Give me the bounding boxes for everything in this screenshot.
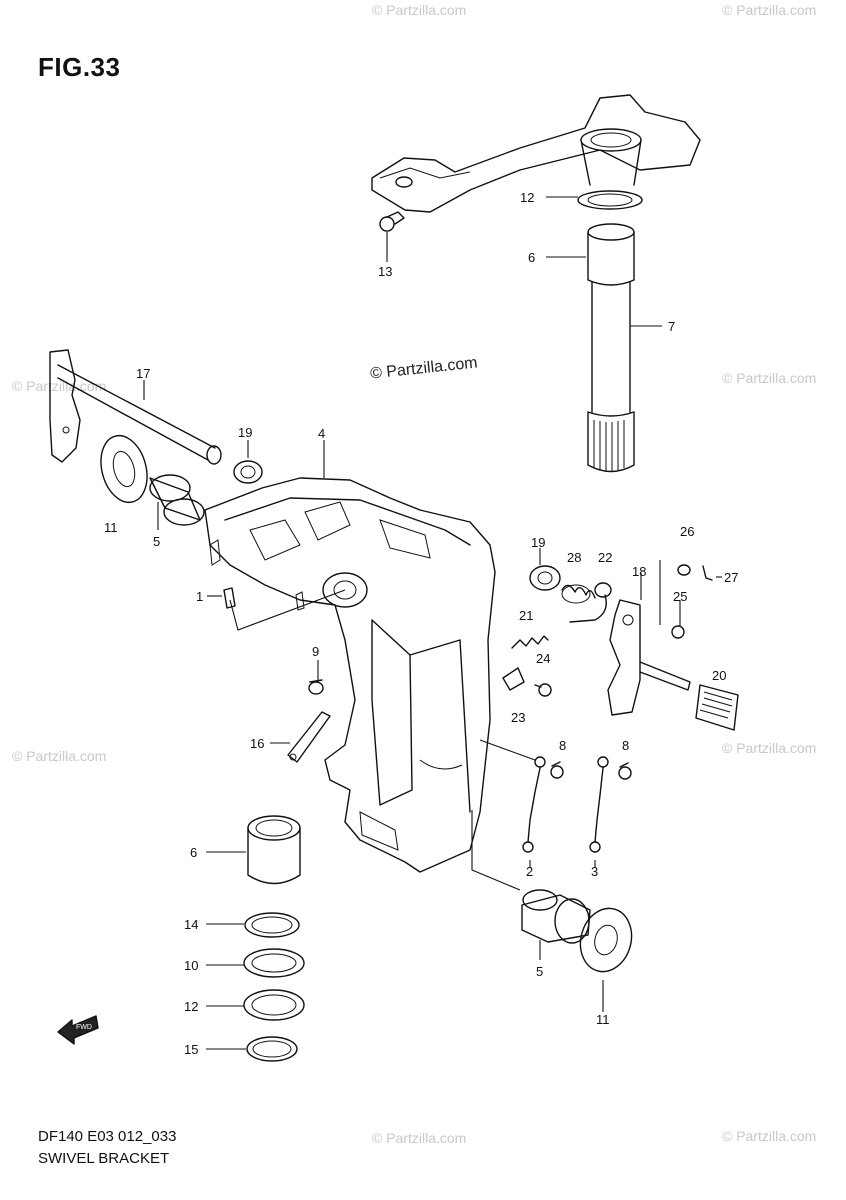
callout-5-left: 5 (153, 534, 160, 549)
washer-11-left-part (100, 434, 148, 504)
figure-title: FIG.33 (38, 52, 121, 82)
callout-9: 9 (312, 644, 319, 659)
lead-wire-3-part (589, 756, 609, 853)
callout-2: 2 (526, 864, 533, 879)
callout-23: 23 (511, 710, 525, 725)
callout-13: 13 (378, 264, 392, 279)
bolt-1-part (223, 587, 236, 609)
figure-name: SWIVEL BRACKET (38, 1150, 170, 1167)
callout-3: 3 (591, 864, 598, 879)
lever-18-part (607, 599, 641, 716)
washer-10-inner (251, 953, 297, 973)
callout-4: 4 (318, 426, 325, 441)
washer-10-part (243, 948, 305, 978)
watermark: © Partzilla.com (12, 378, 107, 394)
nut-25-part (671, 625, 685, 639)
rod-20-part (639, 661, 691, 691)
washer-14-part (244, 912, 300, 938)
callout-12-lower: 12 (184, 999, 198, 1014)
fwd-label: FWD (76, 1024, 92, 1031)
callout-labels: 12 6 7 13 17 19 4 11 5 1 9 16 6 14 10 12… (104, 190, 738, 1057)
bushing-19-left-part (233, 460, 263, 484)
callout-6: 6 (528, 250, 535, 265)
bolt-9-part (308, 679, 324, 695)
callout-8-left: 8 (559, 738, 566, 753)
callout-28: 28 (567, 550, 581, 565)
washer-26-part (677, 564, 691, 576)
washer-14-inner (251, 916, 293, 934)
callout-16: 16 (250, 736, 264, 751)
callout-19-right: 19 (531, 535, 545, 550)
callout-20: 20 (712, 668, 726, 683)
callout-14: 14 (184, 917, 198, 932)
watermark: © Partzilla.com (372, 1130, 467, 1146)
callout-8-right: 8 (622, 738, 629, 753)
link-16-part (287, 711, 331, 763)
callout-26: 26 (680, 524, 694, 539)
callout-6-lower: 6 (190, 845, 197, 860)
callout-5-right: 5 (536, 964, 543, 979)
bushing-19-right-part (529, 565, 561, 591)
figure-code: DF140 E03 012_033 (38, 1128, 177, 1145)
leader-lead (479, 739, 536, 761)
callout-22: 22 (598, 550, 612, 565)
bolt-8-right-part (618, 762, 632, 780)
callout-11-left: 11 (104, 520, 118, 535)
steering-shaft-part (587, 281, 635, 473)
callout-11-right: 11 (596, 1012, 610, 1027)
washer-12-part (243, 989, 305, 1021)
bushing-6-lower-part (247, 815, 301, 885)
callout-25: 25 (673, 589, 687, 604)
bolt-8-left-part (550, 761, 564, 779)
callout-19-left: 19 (238, 425, 252, 440)
callout-18: 18 (632, 564, 646, 579)
watermark: © Partzilla.com (12, 748, 107, 764)
spring-28-part (561, 584, 596, 604)
callout-27: 27 (724, 570, 738, 585)
callout-15: 15 (184, 1042, 198, 1057)
callout-17: 17 (136, 366, 150, 381)
watermark: © Partzilla.com (722, 1128, 817, 1144)
bushing-6-top-part (587, 223, 635, 286)
spring-21-part (511, 635, 549, 649)
cotter-pin-27-part (702, 565, 713, 581)
watermark: © Partzilla.com (722, 370, 817, 386)
callout-1: 1 (196, 589, 203, 604)
callout-7: 7 (668, 319, 675, 334)
plate-23-part (502, 667, 525, 691)
bolt-24-part (534, 683, 552, 697)
bushing-5-right-part (521, 889, 591, 944)
washer-12-top-part (577, 190, 643, 210)
washer-11-right-part (579, 907, 633, 973)
callout-24: 24 (536, 651, 550, 666)
steering-arm-part (371, 94, 701, 213)
watermark: © Partzilla.com (372, 2, 467, 18)
callout-leaders (143, 196, 722, 1050)
tilt-tube-part (49, 349, 222, 465)
snap-ring-15-inner (252, 1040, 292, 1058)
pad-20-part (695, 684, 739, 731)
leader-bushing (471, 810, 521, 891)
bolt-13-part (379, 211, 405, 232)
lead-wire-2-part (522, 756, 546, 853)
callout-12: 12 (520, 190, 534, 205)
washer-12-inner (251, 994, 297, 1016)
bushing-5-left-part (149, 474, 205, 526)
pin-22-part (569, 582, 612, 623)
swivel-bracket-part (204, 477, 496, 873)
watermark: © Partzilla.com (722, 2, 817, 18)
callout-21: 21 (519, 608, 533, 623)
snap-ring-15-part (246, 1036, 298, 1062)
watermark: © Partzilla.com (722, 740, 817, 756)
callout-10: 10 (184, 958, 198, 973)
fwd-arrow-icon: FWD (57, 1015, 99, 1045)
